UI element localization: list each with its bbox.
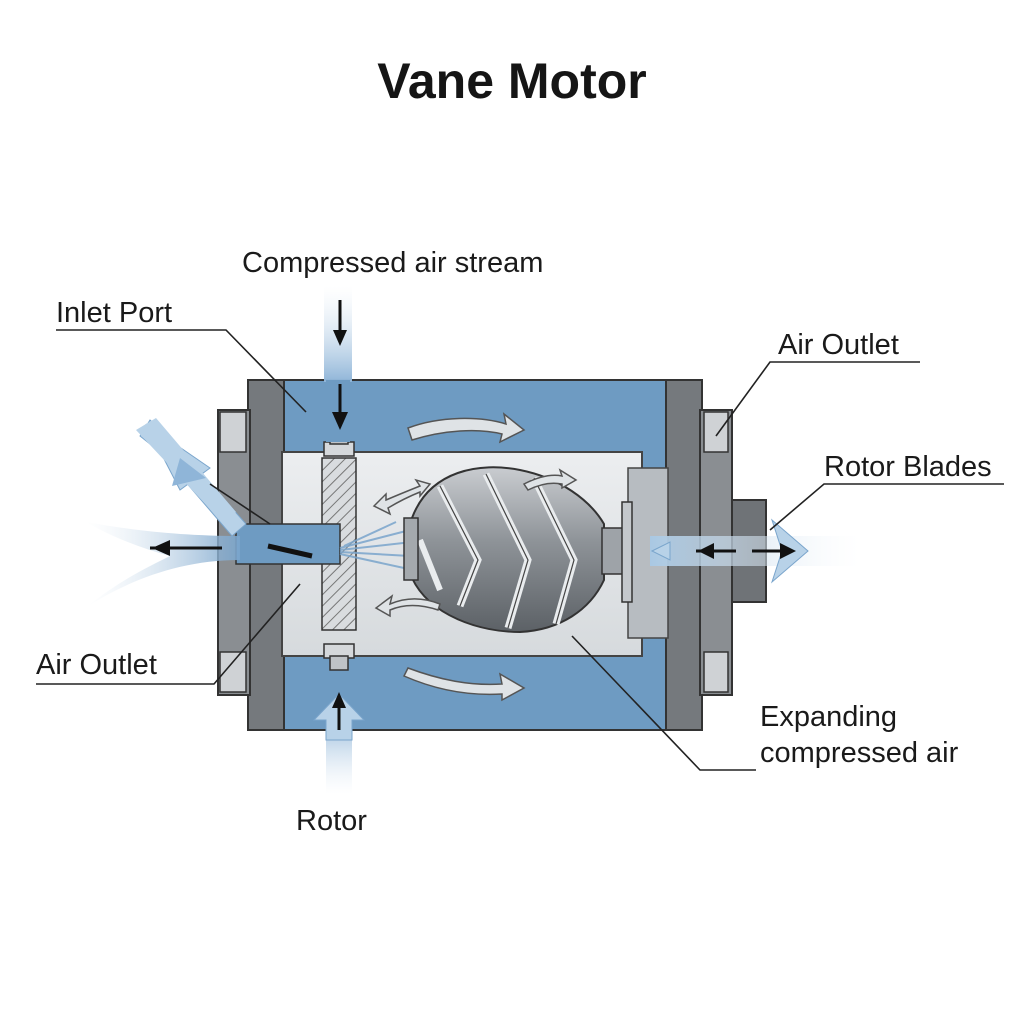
label-air-outlet-right: Air Outlet: [778, 329, 899, 361]
right-air-arrows: [650, 518, 860, 584]
outlet-channel: [235, 523, 341, 565]
chamber-flow-arrow-upper-left: [372, 478, 432, 516]
bolt-top-left: [219, 411, 247, 453]
label-air-outlet-left: Air Outlet: [36, 649, 157, 681]
flow-arrows-curved: [372, 412, 578, 702]
inlet-arrow-leader: [209, 483, 271, 525]
rotor-blades-leader: [769, 483, 1004, 531]
housing-flow-arrow-bottom: [402, 667, 526, 702]
label-rotor-blades: Rotor Blades: [824, 451, 992, 483]
chamber-flow-arrow-lower: [374, 594, 441, 618]
helical-rotor: [403, 466, 633, 634]
rotor-bottom-arrow: [312, 692, 366, 794]
air-spray: [339, 521, 413, 569]
left-outlet-arrow: [86, 522, 240, 606]
bolt-bottom-right: [703, 651, 729, 693]
diagram-title: Vane Motor: [377, 53, 646, 109]
label-inlet-port: Inlet Port: [56, 297, 172, 329]
expanding-air-leader: [571, 635, 756, 771]
diagonal-inlet-arrow: [136, 418, 247, 537]
label-rotor: Rotor: [296, 805, 367, 837]
label-expanding-line2: compressed air: [760, 737, 959, 769]
housing-flow-arrow-top: [407, 412, 526, 444]
compressed-air-inlet-arrow: [324, 286, 352, 442]
air-outlet-right-leader: [715, 361, 920, 437]
chamber-flow-arrow-upper-right: [522, 468, 578, 491]
bolt-top-right: [703, 411, 729, 453]
label-compressed-air-stream: Compressed air stream: [242, 247, 543, 279]
label-expanding-line1: Expanding: [760, 701, 897, 733]
air-outlet-left-leader: [36, 583, 301, 685]
inlet-port-leader: [56, 329, 307, 413]
